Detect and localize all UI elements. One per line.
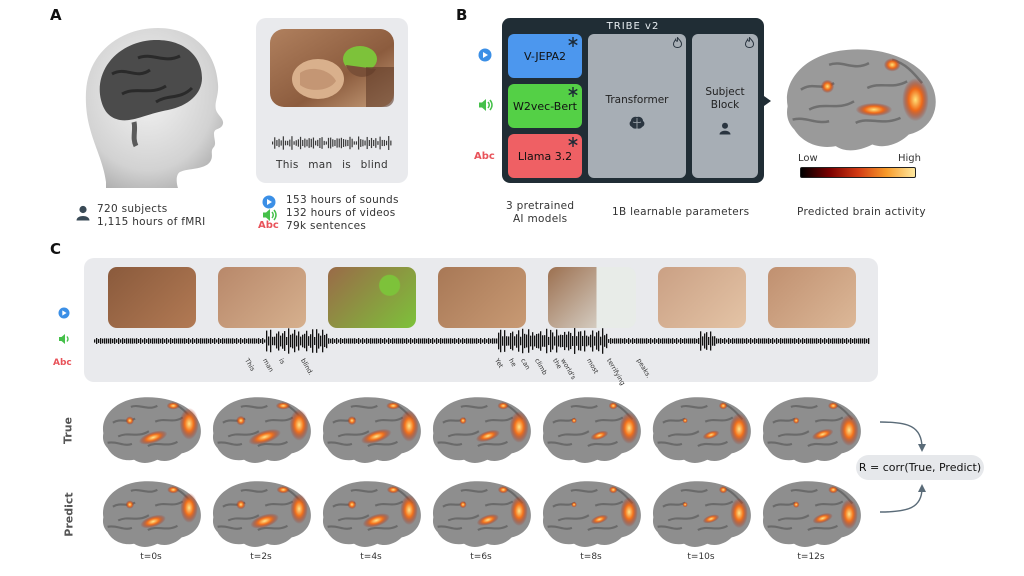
frozen-snowflake-icon bbox=[568, 87, 578, 97]
frozen-snowflake-icon bbox=[568, 37, 578, 47]
true-brain-map bbox=[542, 397, 641, 463]
speaker-icon bbox=[263, 209, 277, 221]
play-icon bbox=[478, 48, 492, 62]
time-label: t=2s bbox=[250, 552, 272, 562]
trainable-flame-icon bbox=[673, 37, 682, 48]
user-icon bbox=[76, 205, 90, 221]
time-label: t=0s bbox=[140, 552, 162, 562]
audio-waveform-small bbox=[272, 136, 392, 150]
caption-word: is bbox=[342, 159, 352, 171]
time-label: t=12s bbox=[797, 552, 825, 562]
audio-waveform bbox=[94, 328, 870, 354]
true-brain-map bbox=[212, 397, 311, 463]
sentences-count: 79k sentences bbox=[286, 220, 367, 232]
predicted-brain-map-frame bbox=[432, 481, 531, 547]
head-illustration bbox=[85, 28, 224, 188]
predicted-brain-map-frame bbox=[102, 481, 201, 547]
abc-icon: Abc bbox=[53, 358, 72, 368]
sounds-hours: 153 hours of sounds bbox=[286, 194, 399, 206]
true-brain-map bbox=[432, 397, 531, 463]
caption-word: man bbox=[308, 159, 333, 171]
correlation-formula: R = corr(True, Predict) bbox=[856, 455, 984, 480]
time-label: t=10s bbox=[687, 552, 715, 562]
encoder-label: Llama 3.2 bbox=[517, 149, 573, 163]
true-brain-map bbox=[322, 397, 421, 463]
vjepa2-encoder: V-JEPA2 bbox=[508, 34, 582, 78]
climber-video-frame bbox=[270, 29, 394, 107]
subject-block: Subject Block bbox=[692, 34, 758, 178]
true-brain-map bbox=[102, 397, 201, 463]
video-frame-thumbnail bbox=[328, 267, 416, 328]
video-frame-thumbnail bbox=[768, 267, 856, 328]
subject-block-label: Subject Block bbox=[705, 86, 745, 111]
output-arrow-icon bbox=[764, 96, 771, 106]
true-row-label: True bbox=[61, 417, 75, 445]
panel-label-b: B bbox=[456, 6, 468, 24]
fmri-hours: 1,115 hours of fMRI bbox=[97, 216, 206, 228]
tribe-model-box: TRIBE v2 V-JEPA2 W2vec-Bert Llama 3.2 Tr… bbox=[502, 18, 764, 183]
video-frame-thumbnail bbox=[218, 267, 306, 328]
llama-encoder: Llama 3.2 bbox=[508, 134, 582, 178]
predicted-brain-map-frame bbox=[542, 481, 641, 547]
predicted-brain-map-frame bbox=[762, 481, 861, 547]
play-icon bbox=[262, 195, 276, 209]
brain-icon bbox=[629, 116, 645, 129]
panel-label-a: A bbox=[50, 6, 62, 24]
video-frame-thumbnail bbox=[438, 267, 526, 328]
time-label: t=4s bbox=[360, 552, 382, 562]
play-icon bbox=[58, 307, 70, 319]
model-title: TRIBE v2 bbox=[606, 21, 660, 32]
predicted-brain-map-frame bbox=[212, 481, 311, 547]
trainable-flame-icon bbox=[745, 37, 754, 48]
video-frame-thumbnail bbox=[658, 267, 746, 328]
stimulus-card: This man is blind bbox=[256, 18, 408, 183]
predicted-activity-label: Predicted brain activity bbox=[797, 206, 926, 218]
legend-low: Low bbox=[798, 153, 818, 164]
abc-icon: Abc bbox=[258, 220, 279, 231]
predicted-brain-map-frame bbox=[652, 481, 751, 547]
w2vec-bert-encoder: W2vec-Bert bbox=[508, 84, 582, 128]
frozen-snowflake-icon bbox=[568, 137, 578, 147]
video-frame-thumbnail bbox=[548, 267, 636, 328]
activity-colorbar bbox=[800, 167, 916, 178]
learnable-params-label: 1B learnable parameters bbox=[612, 206, 750, 218]
speaker-icon bbox=[59, 334, 69, 344]
encoder-label: V-JEPA2 bbox=[523, 49, 567, 63]
encoder-label: W2vec-Bert bbox=[513, 99, 577, 113]
speaker-icon bbox=[479, 99, 493, 111]
true-brain-map bbox=[762, 397, 861, 463]
caption-words: This man is blind bbox=[276, 159, 388, 171]
correlation-arrows bbox=[879, 421, 926, 513]
user-icon bbox=[719, 122, 731, 135]
legend-high: High bbox=[898, 153, 921, 164]
video-frame-thumbnail bbox=[108, 267, 196, 328]
time-label: t=6s bbox=[470, 552, 492, 562]
time-label: t=8s bbox=[580, 552, 602, 562]
transformer-block: Transformer bbox=[588, 34, 686, 178]
videos-hours: 132 hours of videos bbox=[286, 207, 396, 219]
pretrained-models-label: 3 pretrained AI models bbox=[506, 200, 575, 225]
predicted-brain-map bbox=[786, 49, 936, 151]
caption-word: This bbox=[276, 159, 299, 171]
true-brain-map bbox=[652, 397, 751, 463]
subjects-count: 720 subjects bbox=[97, 203, 168, 215]
transformer-label: Transformer bbox=[605, 94, 669, 106]
predicted-brain-map-frame bbox=[322, 481, 421, 547]
predict-row-label: Predict bbox=[62, 492, 76, 537]
abc-icon: Abc bbox=[474, 151, 495, 162]
caption-word: blind bbox=[360, 159, 388, 171]
panel-label-c: C bbox=[50, 240, 62, 258]
